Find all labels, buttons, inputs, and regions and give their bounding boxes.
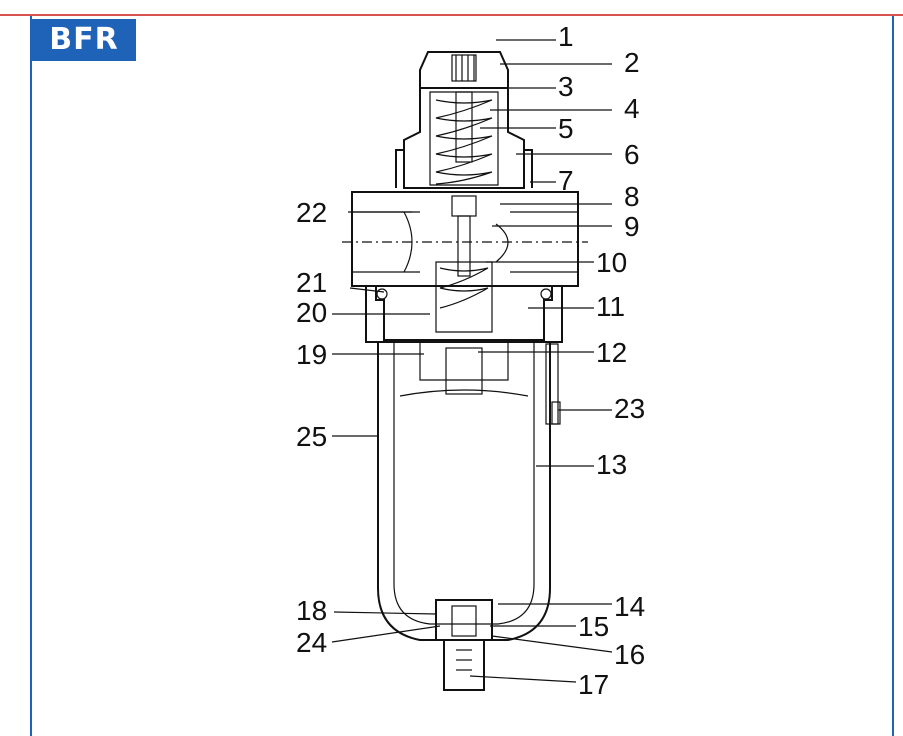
callout-20: 20 — [296, 297, 327, 328]
filter-regulator-diagram: 1 2 3 4 5 6 7 8 9 10 11 12 13 14 15 16 1… — [296, 21, 645, 700]
callout-labels: 1 2 3 4 5 6 7 8 9 10 11 12 13 14 15 16 1… — [296, 21, 645, 700]
callout-25: 25 — [296, 421, 327, 452]
callout-10: 10 — [596, 247, 627, 278]
callout-13: 13 — [596, 449, 627, 480]
content-frame — [30, 16, 894, 736]
callout-16: 16 — [614, 639, 645, 670]
regulator-body — [342, 51, 588, 397]
callout-17: 17 — [578, 669, 609, 700]
callout-4: 4 — [624, 93, 640, 124]
top-border-line — [0, 0, 903, 16]
callout-11: 11 — [596, 291, 625, 322]
callout-9: 9 — [624, 211, 640, 242]
callout-14: 14 — [614, 591, 645, 622]
callout-6: 6 — [624, 139, 640, 170]
callout-15: 15 — [578, 611, 609, 642]
leader-lines — [331, 39, 613, 683]
callout-1: 1 — [558, 21, 574, 52]
callout-22: 22 — [296, 197, 327, 228]
callout-12: 12 — [596, 337, 627, 368]
model-badge: BFR — [32, 19, 136, 61]
filter-bowl — [377, 342, 561, 691]
callout-19: 19 — [296, 339, 327, 370]
callout-24: 24 — [296, 627, 327, 658]
callout-5: 5 — [558, 113, 574, 144]
callout-18: 18 — [296, 595, 327, 626]
callout-2: 2 — [624, 47, 640, 78]
callout-7: 7 — [558, 165, 574, 196]
callout-21: 21 — [296, 267, 327, 298]
callout-8: 8 — [624, 181, 640, 212]
callout-23: 23 — [614, 393, 645, 424]
callout-3: 3 — [558, 71, 574, 102]
